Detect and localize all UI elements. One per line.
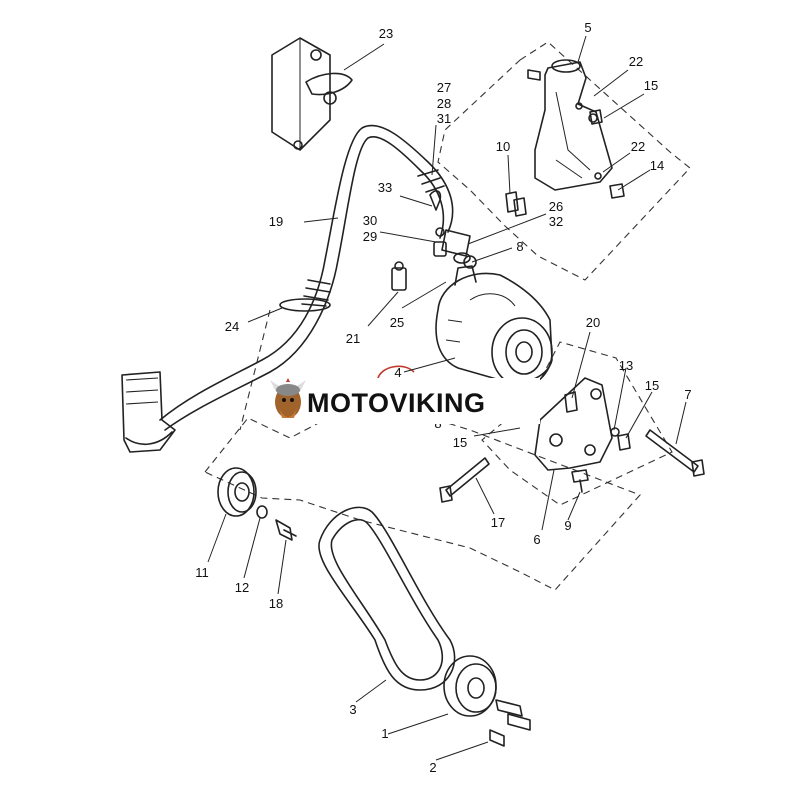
part-1-pulley [443,655,531,747]
part-3-belt [318,506,456,691]
leader-lines [207,35,687,761]
callout-17: 17 [491,515,505,530]
part-23-bracket [271,37,353,151]
callout-23: 23 [379,26,393,41]
callout-9: 9 [564,518,571,533]
callout-8-upper: 8 [516,239,523,254]
watermark-text: MOTOVIKING [307,388,486,418]
callout-28: 28 [437,96,451,111]
callout-1: 1 [381,726,388,741]
callout-15-mid: 15 [453,435,467,450]
part-6-mount-bracket [534,377,631,471]
callout-24: 24 [225,319,239,334]
callout-3: 3 [349,702,356,717]
callout-15-right: 15 [645,378,659,393]
callout-32: 32 [549,214,563,229]
part-19-hose [159,124,471,431]
hose-boundary-line [239,309,271,431]
callout-14: 14 [650,158,664,173]
belt-group-outline [204,397,641,591]
callout-6: 6 [533,532,540,547]
callout-26: 26 [549,199,563,214]
callout-21: 21 [346,331,360,346]
callout-2: 2 [429,760,436,775]
bracket-group-outline [437,41,691,281]
callout-13: 13 [619,358,633,373]
part-5-bracket [534,59,613,191]
callout-5: 5 [584,20,591,35]
callout-30: 30 [363,213,377,228]
mount-group-outline [481,341,673,506]
callout-22-top: 22 [629,54,643,69]
viking-mascot-icon [270,378,306,418]
long-bolts [439,429,705,503]
callout-10: 10 [496,139,510,154]
callout-31: 31 [437,111,451,126]
callout-29: 29 [363,229,377,244]
hose-end-fitting [121,371,176,453]
watermark-background [262,378,540,424]
callout-7: 7 [684,387,691,402]
callout-25: 25 [390,315,404,330]
callout-22-bottom: 22 [631,139,645,154]
callout-4: 4 [394,365,401,380]
callout-12: 12 [235,580,249,595]
callout-18: 18 [269,596,283,611]
fittings-group [391,190,447,291]
callout-20: 20 [586,315,600,330]
part-4-compressor [435,255,553,387]
callout-labels: 1 2 3 4 5 6 7 8 8 9 10 11 12 13 14 15 15… [195,20,691,775]
callout-11: 11 [195,565,209,580]
callout-33: 33 [378,180,392,195]
callout-27: 27 [437,80,451,95]
callout-15-top: 15 [644,78,658,93]
part-11-idler-pulley [217,467,297,541]
hardware-top-right [505,69,625,217]
callout-19: 19 [269,214,283,229]
watermark: MOTOVIKING [262,378,540,424]
part-24-clamp [279,298,331,312]
